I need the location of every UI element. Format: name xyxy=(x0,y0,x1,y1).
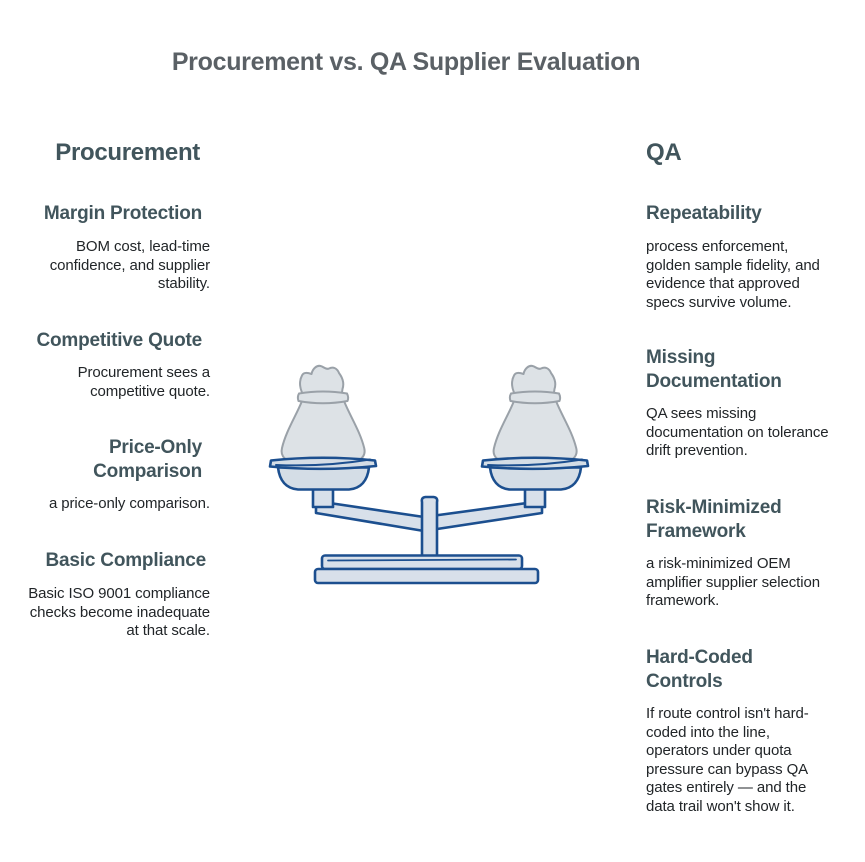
scale-base-bevel-line xyxy=(327,558,517,562)
scale-stem-right xyxy=(523,486,547,509)
heading-hard-coded-controls: Hard-Coded Controls xyxy=(646,647,753,692)
heading-competitive-quote: Competitive Quote xyxy=(36,330,202,351)
body-price-only-comparison: a price-only comparison. xyxy=(48,495,210,512)
scale-stem-left xyxy=(311,486,335,509)
scale-pan-left xyxy=(268,456,378,491)
body-basic-compliance: Basic ISO 9001 compliance checks become … xyxy=(28,585,210,639)
scale-pan-right xyxy=(480,456,590,491)
money-bag-left-icon xyxy=(280,364,366,464)
heading-risk-minimized-framework: Risk-Minimized Framework xyxy=(646,497,782,542)
scale-center-post xyxy=(420,495,439,559)
body-repeatability: process enforcement, golden sample fidel… xyxy=(646,238,820,311)
heading-basic-compliance: Basic Compliance xyxy=(45,550,207,571)
heading-missing-documentation: Missing Documentation xyxy=(646,347,782,392)
qa-column-header: QA xyxy=(646,139,682,166)
heading-price-only-comparison: Price-Only Comparison xyxy=(93,437,202,482)
body-missing-documentation: QA sees missing documentation on toleran… xyxy=(646,405,829,459)
scale-base-bottom xyxy=(313,567,540,585)
money-bag-right-icon xyxy=(492,364,578,464)
body-margin-protection: BOM cost, lead-time confidence, and supp… xyxy=(49,238,210,292)
body-risk-minimized-framework: a risk-minimized OEM amplifier supplier … xyxy=(646,555,820,609)
procurement-column-header: Procurement xyxy=(55,139,200,166)
heading-repeatability: Repeatability xyxy=(646,203,762,224)
balance-scale-illustration xyxy=(268,364,590,585)
page-title: Procurement vs. QA Supplier Evaluation xyxy=(171,48,641,76)
scale-base-top xyxy=(320,554,524,571)
body-hard-coded-controls: If route control isn't hard- coded into … xyxy=(646,705,809,815)
body-competitive-quote: Procurement sees a competitive quote. xyxy=(77,364,211,400)
heading-margin-protection: Margin Protection xyxy=(43,203,202,224)
